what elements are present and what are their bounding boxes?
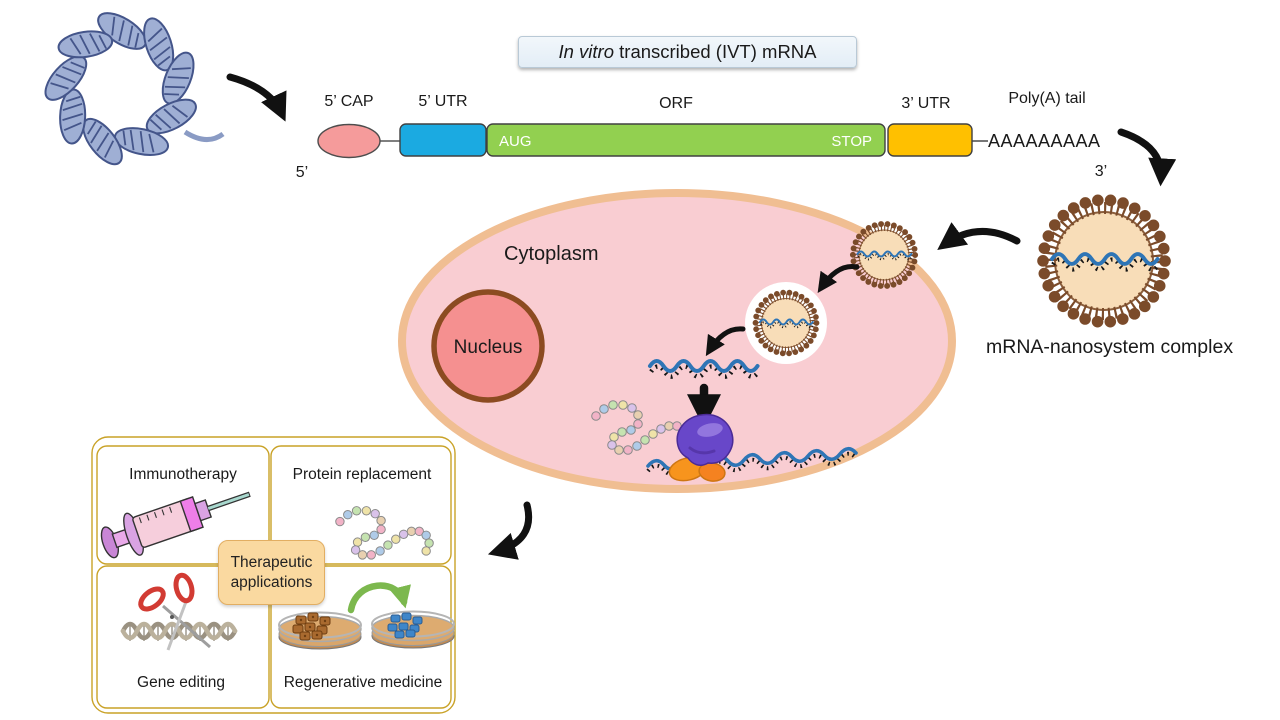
blue-cells [387,612,423,639]
therapeutic-applications-label: Therapeutic applications [230,553,313,591]
cap-label: 5’ CAP [324,93,373,110]
mrna-construct: 5’ CAP 5’ UTR ORF 3’ UTR Poly(A) tail AU… [296,90,1107,181]
arrow-endosome-to-mrna [705,326,746,357]
syringe-icon [100,491,251,559]
cytoplasm-label: Cytoplasm [504,243,598,265]
nucleus [431,289,545,403]
polya-label: Poly(A) tail [1008,90,1085,107]
immunotherapy-label: Immunotherapy [129,466,237,483]
lnp-endosome-icon [756,293,817,354]
three-utr-box [887,123,973,157]
utr5-label: 5’ UTR [418,93,467,110]
utr3-label: 3’ UTR [901,95,950,112]
mrna-nanosystem-complex-icon [1043,200,1165,322]
arrow-plasmid-to-mrna [226,73,287,122]
arrow-mrna-to-nanosystem [1117,128,1177,187]
plasmid-dna-icon [37,5,225,172]
arrow-nanosystem-to-cell [937,222,1021,250]
petri-dishes-icon [278,582,455,650]
scissors-dna-icon [120,572,238,651]
five-cap-shape [317,123,381,159]
green-cycle-arrow-icon [347,582,411,614]
brown-cells [292,612,331,641]
title-italic-text: In vitro [558,41,614,62]
orf-label: ORF [659,95,693,112]
arrow-membrane-to-endosome [817,263,860,293]
ivt-title-box: In vitro transcribed (IVT) mRNA [518,36,857,68]
gene-editing-label: Gene editing [137,674,225,691]
cell: Cytoplasm Nucleus [398,189,956,493]
five-prime-label: 5’ [296,164,308,181]
five-utr-box [399,123,487,157]
nucleus-label: Nucleus [454,337,523,358]
nanosystem-label: mRNA-nanosystem complex [986,336,1233,358]
ribosome-icon [668,413,734,482]
start-codon-label: AUG [499,133,532,150]
polya-sequence: AAAAAAAAA [988,131,1101,151]
title-regular-text: transcribed (IVT) mRNA [614,41,817,62]
arrow-cell-to-applications [487,501,533,560]
cell-membrane [398,189,956,493]
stop-codon-label: STOP [831,133,872,150]
three-prime-label: 3’ [1095,163,1107,180]
regenerative-medicine-label: Regenerative medicine [284,674,443,691]
protein-replacement-label: Protein replacement [293,466,432,483]
lnp-at-membrane-icon [853,224,915,286]
therapeutic-applications-box: Therapeutic applications [218,540,325,605]
orf-box [486,123,886,157]
